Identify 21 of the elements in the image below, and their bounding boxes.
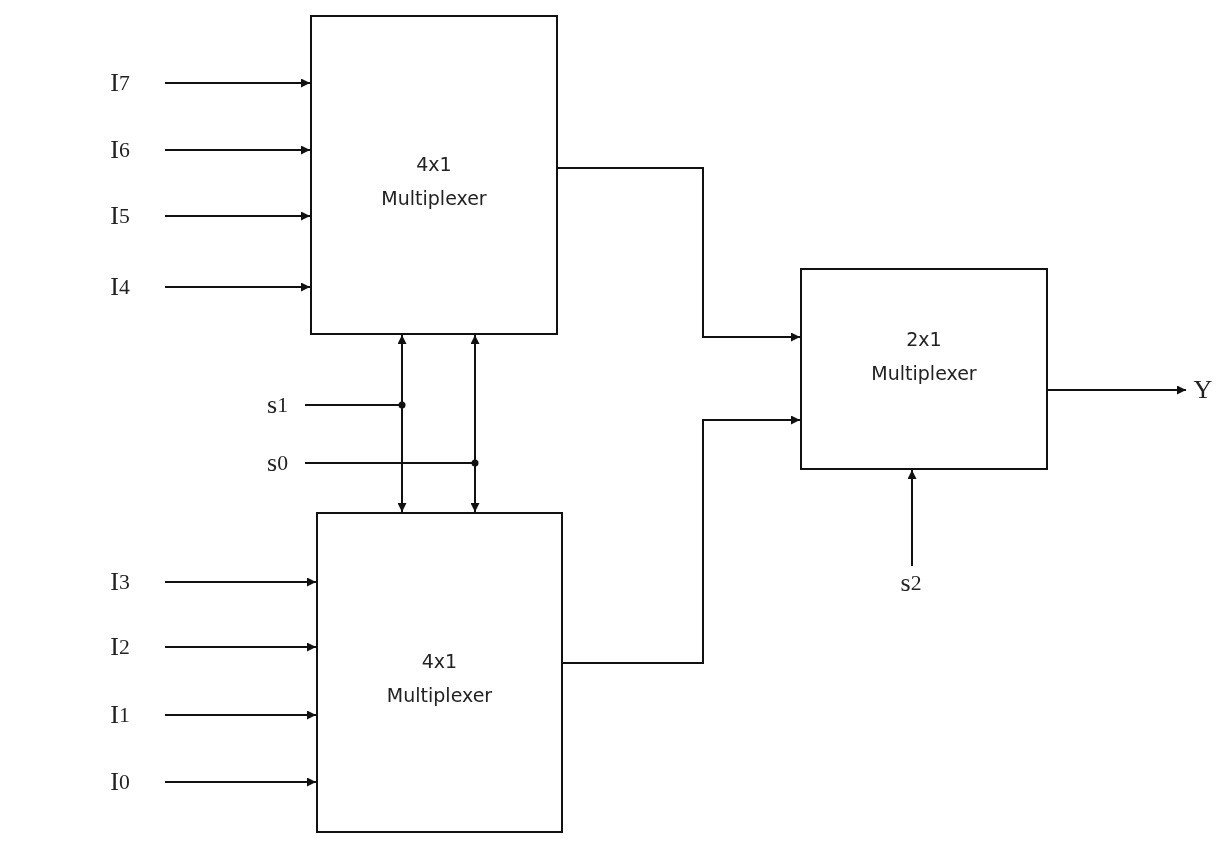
multiplexer-block	[316, 512, 563, 833]
block-label: 4x1 Multiplexer	[385, 649, 494, 708]
arrow	[907, 469, 917, 567]
block-label: 2x1 Multiplexer	[870, 327, 978, 386]
arrow	[304, 404, 407, 513]
arrow	[164, 577, 317, 587]
arrow	[164, 710, 317, 720]
arrow	[164, 78, 311, 88]
signal-label: Y	[1186, 372, 1220, 408]
arrow	[562, 415, 801, 664]
arrow	[164, 642, 317, 652]
arrow	[557, 167, 801, 342]
multiplexer-block	[800, 268, 1048, 470]
arrow	[304, 462, 480, 513]
arrow	[164, 282, 311, 292]
multiplexer-block	[310, 15, 558, 335]
arrow	[164, 211, 311, 221]
arrow	[164, 145, 311, 155]
arrow	[164, 777, 317, 787]
block-label: 4x1 Multiplexer	[380, 152, 488, 211]
arrow	[1047, 385, 1187, 395]
